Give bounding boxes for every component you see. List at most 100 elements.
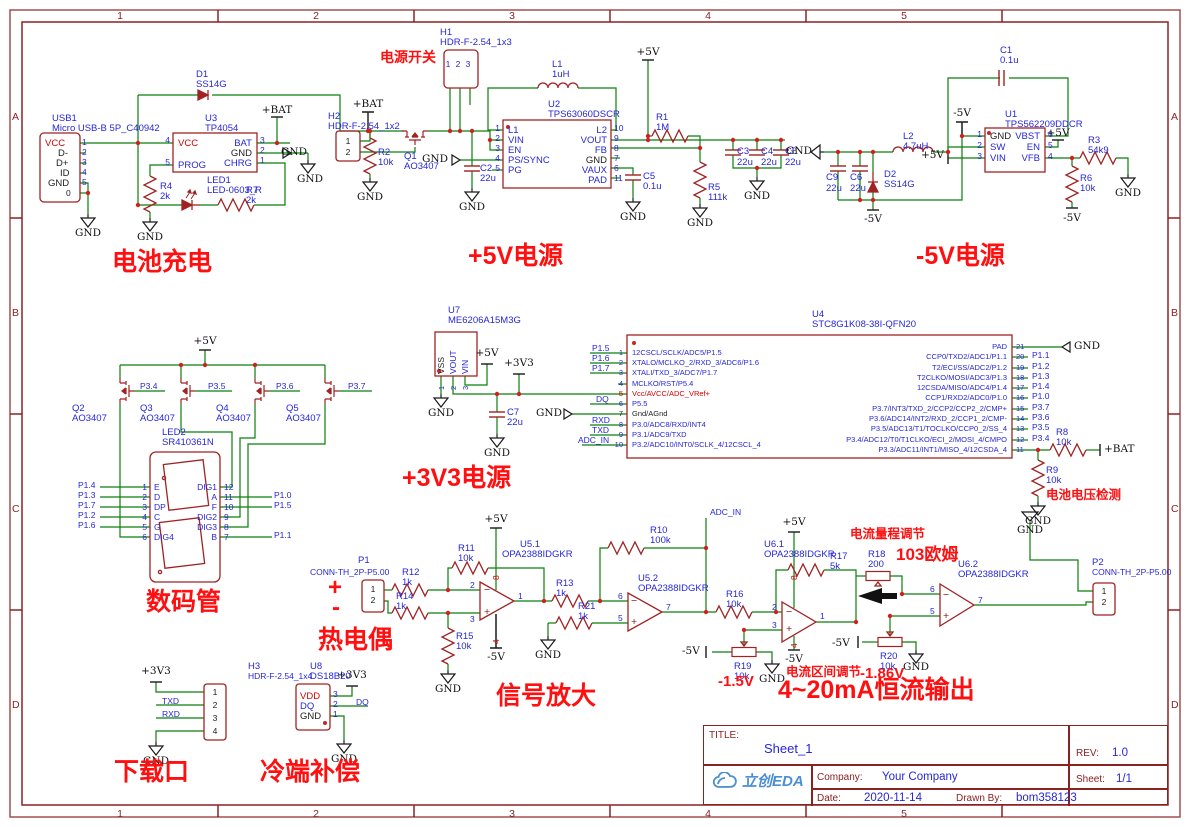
usb1-pin-0: 0 <box>66 188 71 198</box>
label-neg1v86: -1.86V <box>860 665 905 682</box>
frame-col-2-top: 2 <box>313 10 319 22</box>
h2-value: HDR-F-2.54_1x2 <box>328 121 400 132</box>
led2-m8: 8 <box>224 522 229 532</box>
r6-ref: R6 <box>1080 173 1093 184</box>
led2-m6: 6 <box>142 532 147 542</box>
gnd-r4: GND <box>137 231 163 243</box>
c1-ref: C1 <box>1000 45 1013 56</box>
date-label: Date: <box>817 793 841 804</box>
q3-ref: Q3 <box>140 403 153 414</box>
net-p14-u4: P1.4 <box>1032 381 1050 391</box>
u4-r20: CCP0/TXD2/ADC1/P1.1 <box>926 352 1007 361</box>
u3-num5: 5 <box>165 157 170 167</box>
pwr-5v-u51: +5V <box>484 513 508 525</box>
u51-minus: − <box>484 584 491 596</box>
pwr-3v3-h3: +3V3 <box>141 665 171 677</box>
u1-num5: 5 <box>1048 140 1053 150</box>
pwr-5v-u61: +5V <box>782 516 806 528</box>
p1-value: CONN-TH_2P-P5.00 <box>310 567 390 577</box>
c3-ref: C3 <box>737 146 750 157</box>
r14-value: 1k <box>396 601 407 612</box>
u3-num3: 3 <box>260 135 265 145</box>
net-p13-u4: P1.3 <box>1032 371 1050 381</box>
d2-value: SS14G <box>884 179 915 190</box>
u4-n11: 11 <box>1016 445 1024 454</box>
title-label: TITLE: <box>709 730 740 741</box>
frame-col-3-bottom: 3 <box>509 808 515 820</box>
h1-ref: H1 <box>440 27 453 38</box>
rev-label: REV: <box>1076 748 1099 759</box>
seven-seg-digits <box>157 459 210 575</box>
u4-n3: 3 <box>618 368 623 377</box>
usb1-num1: 1 <box>82 137 87 147</box>
u3-pin-vcc: VCC <box>178 138 199 149</box>
sheet-value: 1/1 <box>1116 773 1132 785</box>
gnd-flag-pad: GND <box>1074 340 1100 352</box>
l1-value: 1uH <box>552 69 570 80</box>
usb1-num5: 5 <box>82 177 87 187</box>
u4-n9: 9 <box>618 430 623 439</box>
u4-n20: 20 <box>1016 352 1025 361</box>
net-p14-seg: P1.4 <box>78 480 96 490</box>
pwr-neg5-u1: -5V <box>953 107 971 119</box>
u2-num1: 1 <box>495 123 500 133</box>
u52-opamp <box>627 591 664 633</box>
tc-plus: + <box>328 574 343 601</box>
u52-num5: 5 <box>618 613 623 623</box>
c1-value: 0.1u <box>1000 55 1019 66</box>
gnd-flag-ps: GND <box>422 153 448 165</box>
r4-ref: R4 <box>160 181 173 192</box>
frame-row-C-left: C <box>12 503 20 515</box>
u62-num5: 5 <box>930 606 935 616</box>
frame-col-3-top: 3 <box>509 10 515 22</box>
section-cold-junction: 冷端补偿 <box>260 758 361 786</box>
u4-r12: P3.4/ADC12/T0/T1CLKO/ECI_2/MOSI_4/CMPO <box>846 435 1007 444</box>
u7-value: ME6206A15M3G <box>448 315 521 326</box>
u4-n5: 5 <box>618 389 623 398</box>
r15-ref: R15 <box>456 631 474 642</box>
c8-ref: C8 <box>785 146 798 157</box>
r3-ref: R3 <box>1088 135 1101 146</box>
section-neg5v: -5V电源 <box>916 242 1005 270</box>
u3-value: TP4054 <box>205 123 239 134</box>
frame-col-1-top: 1 <box>117 10 123 22</box>
h3-num4: 4 <box>212 726 218 736</box>
u2-num11: 11 <box>614 173 623 183</box>
frame-row-D-right: D <box>1171 699 1179 711</box>
usb1-pin-id: ID <box>60 168 70 179</box>
u1-num4: 4 <box>1048 151 1053 161</box>
u4-l5: Vcc/AVCC/ADC_VRef+ <box>632 389 711 398</box>
pwr-5v-disp: +5V <box>193 335 217 347</box>
u2-num7: 7 <box>614 153 619 163</box>
net-dq-u4: DQ <box>596 394 609 404</box>
u61-num1: 1 <box>820 611 825 621</box>
net-p13-seg: P1.3 <box>78 490 96 500</box>
u1-ref: U1 <box>1005 109 1018 120</box>
gnd-usb: GND <box>75 227 101 239</box>
u4-r11: P3.3/ADC11/INT1/MISO_4/12CSDA_4 <box>878 445 1007 454</box>
net-p36-gate: P3.6 <box>276 381 294 391</box>
net-dq-u8: DQ <box>356 697 369 707</box>
u1-pin-vbst: VBST <box>1015 131 1040 142</box>
u2-num5: 5 <box>495 163 500 173</box>
net-adcin-u4: ADC_IN <box>578 435 610 445</box>
u8-pin-dq: DQ <box>300 701 315 712</box>
logo-text: 立创EDA <box>742 773 804 790</box>
r10-value: 100k <box>650 535 671 546</box>
gnd-r20: GND <box>903 661 929 673</box>
frame-row-C-right: C <box>1171 503 1179 515</box>
u4-n14: 14 <box>1016 414 1025 423</box>
c9-value: 22u <box>826 183 842 194</box>
q2-ref: Q2 <box>72 403 85 414</box>
net-p17-seg: P1.7 <box>78 500 96 510</box>
h3-body <box>203 683 227 741</box>
u3-body <box>172 132 258 173</box>
u3-num4: 4 <box>165 135 170 145</box>
net-p17-u4: P1.7 <box>592 363 610 373</box>
u8-num3: 3 <box>333 689 338 699</box>
c8-value: 22u <box>785 157 801 168</box>
u1-pin-en: EN <box>1026 142 1040 153</box>
u4-n10: 10 <box>614 440 623 449</box>
sheet-frame <box>9 9 1181 818</box>
